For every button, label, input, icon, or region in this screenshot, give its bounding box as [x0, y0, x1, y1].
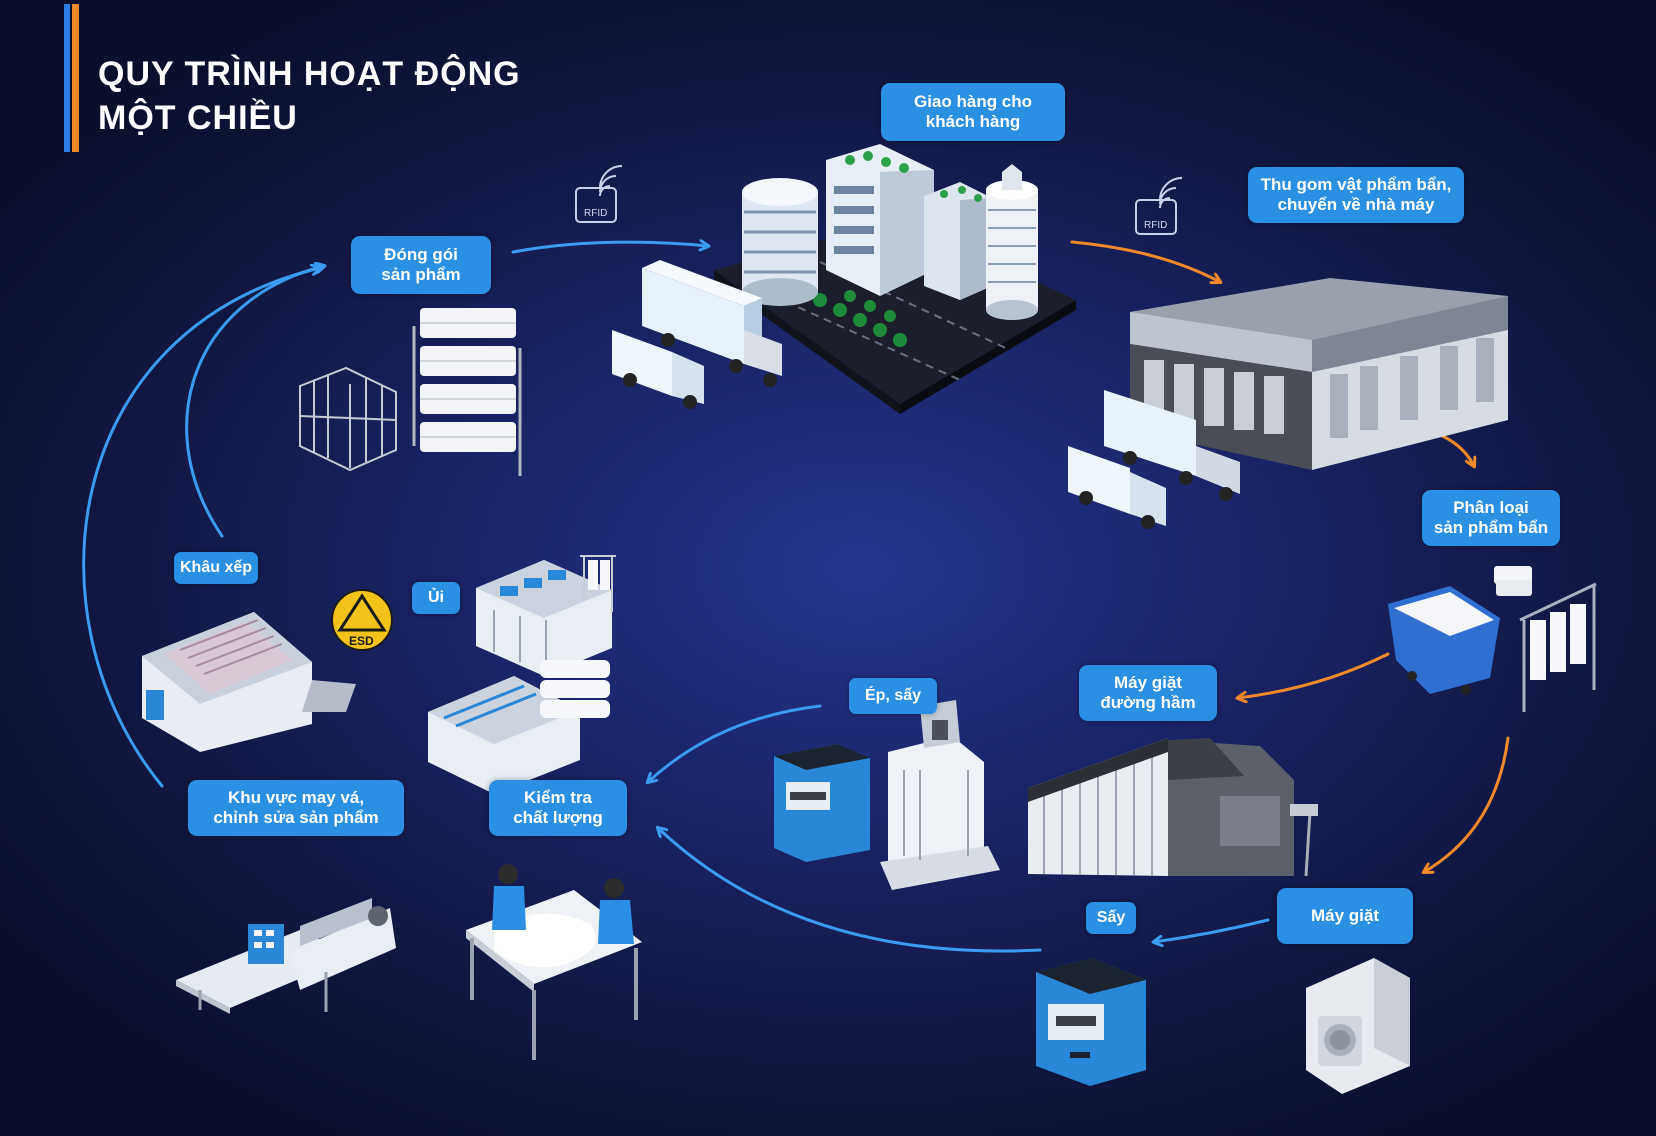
arrow-pack-to-deliver [511, 242, 708, 254]
step-collect-line-2: chuyển về nhà máy [1277, 195, 1435, 214]
step-delivery: Giao hàng cho khách hàng [881, 83, 1065, 141]
title-line-1: QUY TRÌNH HOẠT ĐỘNG [98, 55, 521, 93]
customer-city-illustration [714, 144, 1076, 414]
step-washer: Máy giặt [1277, 888, 1413, 944]
arrow-fold-to-pack [185, 266, 324, 538]
step-collect: Thu gom vật phẩm bẩn, chuyển về nhà máy [1248, 167, 1464, 223]
step-quality-check-line-2: chất lượng [513, 808, 603, 827]
esd-warning-icon: ESD [331, 589, 393, 651]
arrow-sort-to-tunnel [1238, 652, 1390, 698]
step-ironing: Ủi [412, 582, 460, 614]
step-folding-text: Khâu xếp [180, 559, 253, 576]
factory-illustration [1068, 278, 1508, 529]
sewing-area-illustration [176, 898, 396, 1014]
step-press-dry: Ép, sấy [849, 678, 937, 714]
arrow-sewing-to-pack [82, 268, 320, 788]
step-sorting: Phân loại sản phẩm bẩn [1422, 490, 1560, 546]
washing-machine-illustration [1306, 958, 1410, 1094]
arrow-deliver-to-collect [1070, 240, 1220, 282]
step-sorting-line-2: sản phẩm bẩn [1433, 518, 1549, 537]
svg-text:RFID: RFID [584, 208, 607, 219]
arrow-dryer-to-inspect [658, 828, 1042, 953]
sorting-illustration [1388, 566, 1597, 712]
title-accent-bar-blue [64, 4, 70, 152]
step-quality-check-line-1: Kiểm tra [523, 788, 593, 807]
step-folding: Khâu xếp [174, 552, 258, 584]
svg-text:ESD: ESD [349, 634, 374, 648]
step-sewing: Khu vực may vá, chỉnh sửa sản phẩm [188, 780, 404, 836]
step-packing-line-1: Đóng gói [384, 245, 458, 264]
step-packing-line-2: sản phẩm [381, 265, 461, 284]
step-tunnel-washer-line-2: đường hầm [1100, 693, 1196, 712]
title-accent-bar-orange [72, 4, 79, 152]
step-press-dry-text: Ép, sấy [864, 687, 922, 704]
step-ironing-text: Ủi [428, 589, 444, 606]
step-sewing-line-1: Khu vực may vá, [227, 788, 365, 807]
packing-area-illustration [299, 308, 522, 476]
step-tunnel-washer: Máy giặt đường hầm [1079, 665, 1217, 721]
folding-machine-illustration [142, 612, 356, 752]
dryer-illustration [1036, 958, 1146, 1086]
step-dryer: Sấy [1086, 902, 1136, 934]
step-sewing-line-2: chỉnh sửa sản phẩm [213, 808, 379, 827]
step-collect-line-1: Thu gom vật phẩm bẩn, [1260, 175, 1452, 194]
arrow-washer-to-dryer [1154, 918, 1270, 942]
tunnel-washer-illustration [1028, 738, 1318, 877]
page-title: QUY TRÌNH HOẠT ĐỘNG MỘT CHIỀU [98, 52, 521, 140]
step-delivery-line-1: Giao hàng cho [913, 92, 1033, 111]
step-dryer-text: Sấy [1096, 909, 1126, 926]
step-sorting-line-1: Phân loại [1453, 498, 1529, 517]
step-delivery-line-2: khách hàng [925, 112, 1021, 131]
delivery-trucks-illustration [612, 260, 782, 409]
quality-check-illustration [466, 864, 642, 1060]
step-washer-text: Máy giặt [1310, 906, 1380, 925]
arrow-sort-to-washer [1424, 736, 1510, 872]
step-quality-check: Kiểm tra chất lượng [489, 780, 627, 836]
step-packing: Đóng gói sản phẩm [351, 236, 491, 294]
rfid-tag-icon: RFID [1135, 177, 1183, 235]
arrow-press-to-inspect [648, 704, 822, 782]
title-line-2: MỘT CHIỀU [98, 99, 298, 137]
svg-text:RFID: RFID [1144, 220, 1167, 231]
rfid-tag-icon: RFID [575, 165, 623, 223]
step-tunnel-washer-line-1: Máy giặt [1113, 673, 1183, 692]
press-dryer-illustration [774, 700, 1000, 890]
ironing-machines-illustration [428, 555, 616, 794]
